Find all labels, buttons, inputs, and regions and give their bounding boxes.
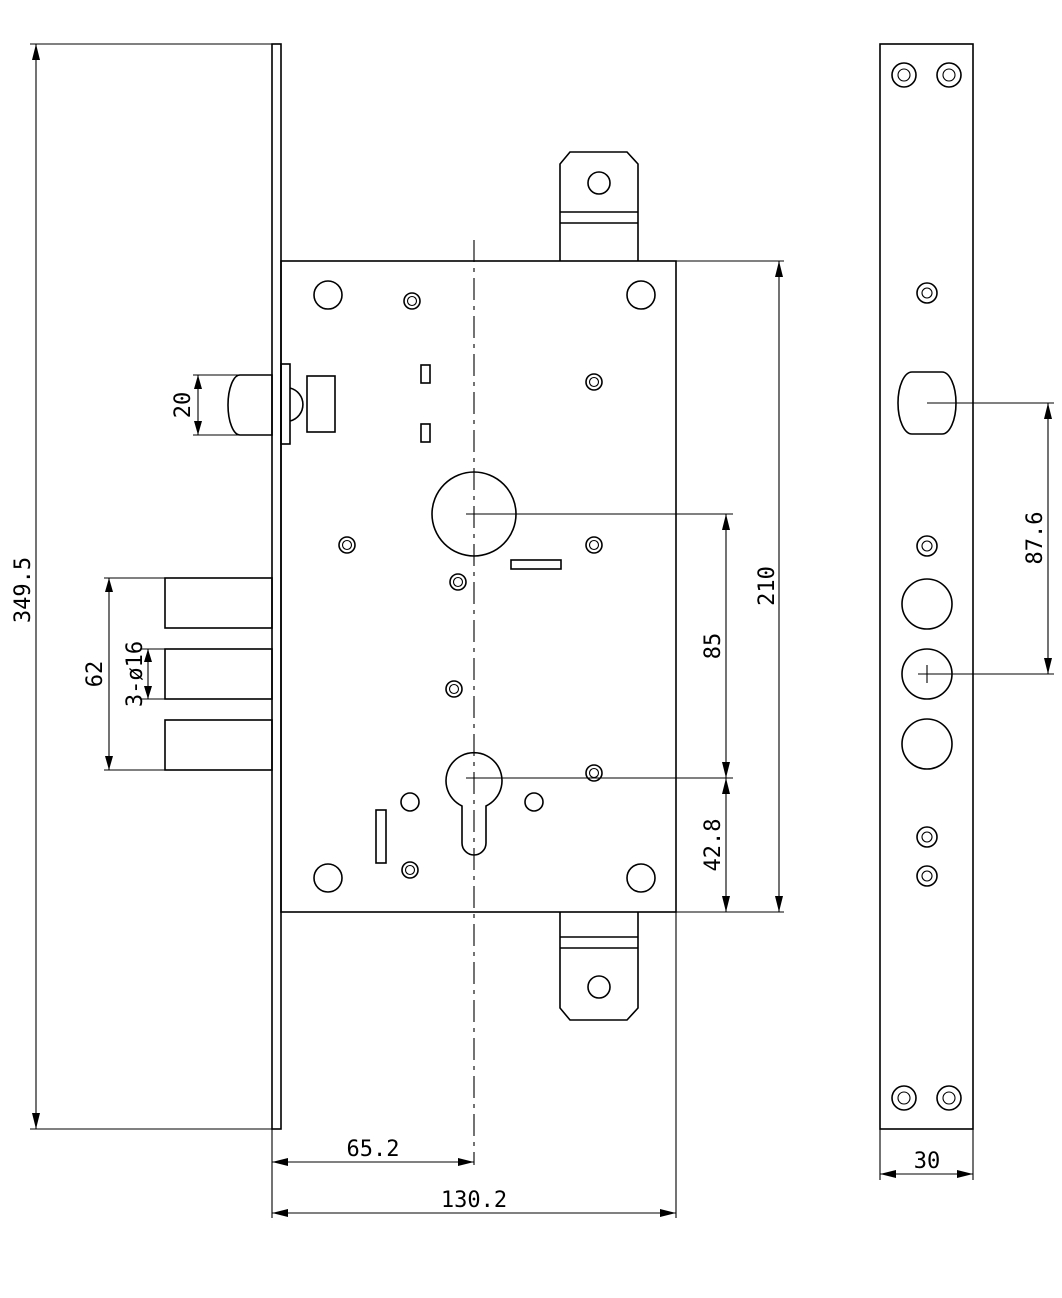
dim-latch-width: 20: [171, 374, 240, 436]
case-slots: [375, 364, 562, 864]
lock-case: [280, 260, 677, 913]
corner-holes: [313, 280, 656, 893]
dim-overall-height-label: 349.5: [11, 557, 36, 623]
dim-faceplate-offset: 87.6: [927, 402, 1054, 675]
dim-case-height: 210: [676, 260, 784, 913]
faceplate-latch-opening: [897, 371, 957, 435]
bottom-mounting-tab: [559, 912, 639, 1021]
dim-faceplate-width: 30: [879, 1129, 974, 1180]
dim-case-height-label: 210: [755, 566, 780, 606]
top-mounting-tab: [559, 151, 639, 261]
dim-bolt-span-label: 62: [83, 661, 108, 688]
cylinder-keyhole: [445, 751, 503, 856]
dim-overall-width-label: 130.2: [441, 1188, 507, 1213]
latch-bolt: [227, 363, 336, 445]
dim-backset: 65.2: [271, 1129, 474, 1218]
dim-cylinder-to-bottom-label: 42.8: [701, 819, 726, 872]
dim-bolt-span: 62: [83, 577, 165, 771]
front-plate: [271, 43, 282, 1130]
dim-handle-to-cylinder-label: 85: [701, 633, 726, 660]
dim-latch-width-label: 20: [171, 392, 196, 419]
screw-holes: [338, 292, 603, 879]
dim-handle-to-cylinder: 85 42.8: [466, 513, 733, 913]
dim-faceplate-offset-label: 87.6: [1023, 512, 1048, 565]
faceplate-screw-holes: [891, 62, 962, 1111]
dim-overall-height: 349.5: [11, 43, 272, 1130]
dim-overall-width: 130.2: [272, 912, 677, 1218]
deadbolts: [164, 577, 273, 771]
faceplate: [879, 43, 974, 1130]
dim-faceplate-width-label: 30: [914, 1149, 941, 1174]
dim-bolt-diameter: 3-ø16: [123, 641, 165, 707]
dim-backset-label: 65.2: [347, 1137, 400, 1162]
dim-bolt-diameter-label: 3-ø16: [123, 641, 148, 707]
